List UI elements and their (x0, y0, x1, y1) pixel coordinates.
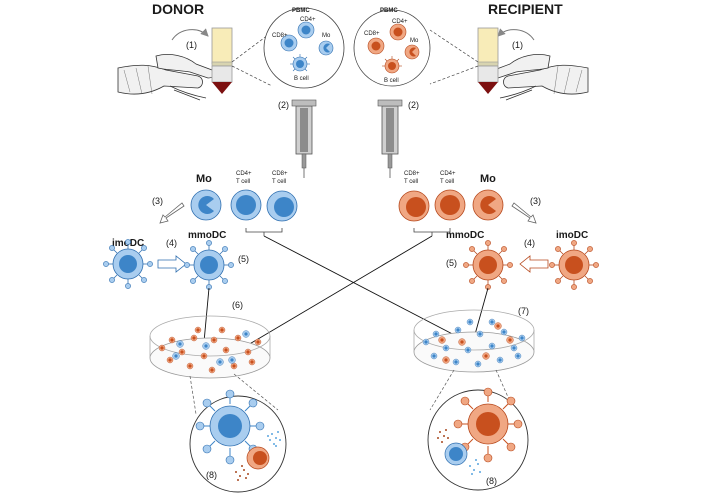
donor-pbmc-title: PBMC (292, 8, 310, 14)
donor-step-8: (8) (206, 470, 217, 480)
donor-mo-label: Mo (322, 33, 331, 39)
donor-pbmc-panel: PBMC CD4+ CD8+ Mo B cell (263, 7, 345, 89)
donor-step-2: (2) (278, 100, 289, 110)
donor-step-5: (5) (238, 254, 249, 264)
recipient-step-5: (5) (446, 258, 457, 268)
donor-cd8-title-l1: CD8+ (272, 171, 288, 177)
donor-step-3: (3) (152, 196, 163, 206)
recipient-mmodc-label: mmoDC (446, 230, 484, 241)
recipient-step3-arrow (511, 202, 537, 224)
donor-step4-arrow (157, 255, 187, 273)
donor-step-4: (4) (166, 238, 177, 248)
recipient-cd4-label: CD4+ (392, 19, 408, 25)
donor-cd4-title-l2: T cell (236, 179, 250, 185)
recipient-arm-illustration (491, 54, 589, 101)
recipient-tcell-bracket (413, 228, 451, 236)
recipient-step-1: (1) (512, 40, 523, 50)
donor-cd4-tcell (230, 189, 262, 221)
donor-b-label: B cell (294, 76, 309, 82)
donor-tcells-to-recipient-dish-line (263, 235, 465, 341)
recipient-imodc-cell (549, 240, 599, 290)
donor-step3-arrow (159, 202, 185, 224)
recipient-imodc-label: imoDC (556, 230, 588, 241)
recipient-cd4-title-l2: T cell (440, 179, 454, 185)
donor-blood-tube (211, 27, 233, 94)
donor-mmodc-label: mmoDC (188, 230, 226, 241)
donor-monocyte (190, 189, 222, 221)
donor-culture-dish (149, 315, 271, 379)
donor-zoom-panel (189, 389, 287, 493)
recipient-step-8: (8) (486, 476, 497, 486)
recipient-step-7: (7) (518, 306, 529, 316)
donor-cd8-label: CD8+ (272, 33, 288, 39)
recipient-tcells-to-donor-dish-line (235, 235, 433, 353)
recipient-pbmc-panel: PBMC CD4+ CD8+ Mo B cell (353, 8, 431, 87)
recipient-zoom-panel (427, 387, 529, 491)
recipient-step-4: (4) (524, 238, 535, 248)
donor-mo-title: Mo (196, 173, 212, 185)
recipient-step-2: (2) (408, 100, 419, 110)
donor-cd8-tcell (266, 190, 298, 222)
donor-draw-arrow (171, 28, 209, 41)
recipient-cd8-title-l2: T cell (404, 179, 418, 185)
recipient-culture-dish (413, 309, 535, 373)
donor-title: DONOR (152, 1, 204, 17)
donor-mmodc-cell (184, 240, 234, 290)
recipient-syringe (377, 99, 403, 178)
donor-cd4-title-l1: CD4+ (236, 171, 252, 177)
recipient-mmodc-cell (463, 240, 513, 290)
donor-syringe (291, 99, 317, 178)
donor-step-1: (1) (186, 40, 197, 50)
donor-mmodc-to-dish-line (203, 287, 210, 343)
recipient-b-label: B cell (384, 78, 399, 84)
recipient-monocyte (472, 189, 504, 221)
donor-arm-illustration (117, 54, 215, 101)
recipient-cd8-label: CD8+ (364, 31, 380, 37)
donor-cd4-label: CD4+ (300, 17, 316, 23)
donor-cd8-title-l2: T cell (272, 179, 286, 185)
recipient-cd4-title-l1: CD4+ (440, 171, 456, 177)
recipient-mo-title: Mo (480, 173, 496, 185)
recipient-draw-arrow (497, 28, 535, 41)
recipient-title: RECIPIENT (488, 1, 563, 17)
donor-tcell-bracket (245, 228, 283, 236)
recipient-mo-label: Mo (410, 38, 419, 44)
recipient-mmodc-to-dish-line (473, 287, 489, 339)
donor-imodc-cell (103, 239, 153, 289)
recipient-cd4-tcell (434, 189, 466, 221)
recipient-cd8-title-l1: CD8+ (404, 171, 420, 177)
recipient-step-3: (3) (530, 196, 541, 206)
recipient-cd8-tcell (398, 190, 430, 222)
recipient-step4-arrow (519, 255, 549, 273)
donor-step-6: (6) (232, 300, 243, 310)
recipient-blood-tube (477, 27, 499, 94)
recipient-pbmc-title: PBMC (380, 8, 398, 14)
